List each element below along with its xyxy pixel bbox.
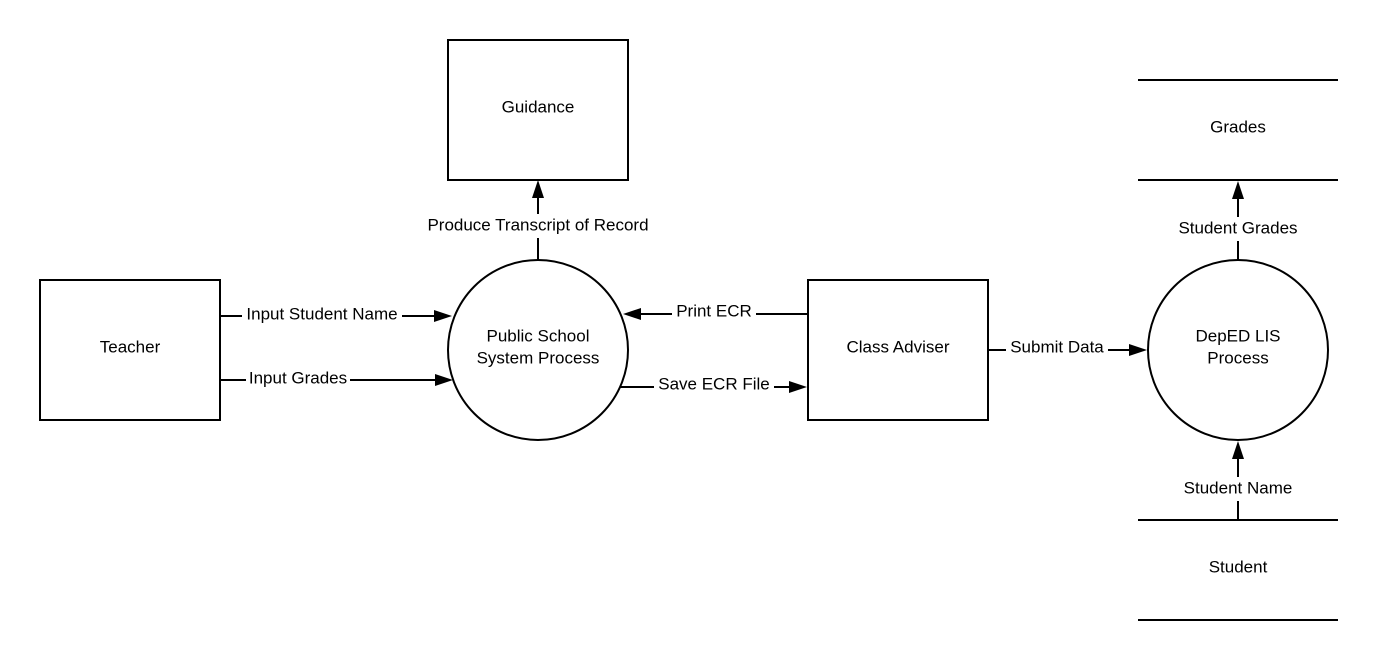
flow-submit-data-label-bg bbox=[1006, 337, 1108, 359]
datastore-grades[interactable]: Grades bbox=[1138, 79, 1338, 181]
flow-student-grades-arrowhead bbox=[1232, 181, 1244, 199]
flow-input-student-name-label-bg bbox=[242, 304, 402, 326]
entity-teacher-box bbox=[39, 279, 221, 421]
process-deped-lis-label-line2: Process bbox=[1207, 348, 1268, 367]
entity-teacher-label: Teacher bbox=[100, 337, 161, 356]
flow-submit-data-label: Submit Data bbox=[1010, 337, 1104, 356]
flow-student-grades[interactable]: Student Grades bbox=[1172, 181, 1304, 260]
flow-save-ecr-file-label-bg bbox=[654, 374, 774, 396]
entity-guidance-box bbox=[447, 39, 629, 181]
flow-student-name[interactable]: Student Name bbox=[1176, 441, 1300, 520]
process-public-school-label-line1: Public School bbox=[486, 326, 589, 345]
flow-student-name-label-bg bbox=[1176, 477, 1300, 501]
flow-student-grades-label: Student Grades bbox=[1178, 218, 1297, 237]
flow-save-ecr-file-label: Save ECR File bbox=[658, 374, 769, 393]
flow-student-name-label: Student Name bbox=[1184, 478, 1293, 497]
flow-submit-data-arrowhead bbox=[1129, 344, 1147, 356]
flow-produce-transcript[interactable]: Produce Transcript of Record bbox=[418, 180, 658, 260]
flow-input-grades-label: Input Grades bbox=[249, 368, 347, 387]
datastore-student-label: Student bbox=[1209, 557, 1268, 576]
flow-save-ecr-file[interactable]: Save ECR File bbox=[620, 374, 807, 396]
datastore-student[interactable]: Student bbox=[1138, 519, 1338, 621]
entity-class-adviser[interactable]: Class Adviser bbox=[807, 279, 989, 421]
process-deped-lis-label-line1: DepED LIS bbox=[1195, 326, 1280, 345]
flow-student-grades-label-bg bbox=[1172, 217, 1304, 241]
entity-class-adviser-box bbox=[807, 279, 989, 421]
process-public-school-label-line2: System Process bbox=[477, 348, 600, 367]
flow-produce-transcript-label-bg bbox=[418, 214, 658, 238]
entity-guidance[interactable]: Guidance bbox=[447, 39, 629, 181]
flow-produce-transcript-arrowhead bbox=[532, 180, 544, 198]
flow-produce-transcript-label: Produce Transcript of Record bbox=[427, 215, 648, 234]
process-deped-lis[interactable]: DepED LIS Process bbox=[1147, 259, 1329, 441]
flow-submit-data[interactable]: Submit Data bbox=[988, 337, 1147, 359]
entity-teacher[interactable]: Teacher bbox=[39, 279, 221, 421]
flow-input-student-name-arrowhead bbox=[434, 310, 452, 322]
process-public-school[interactable]: Public School System Process bbox=[447, 259, 629, 441]
entity-class-adviser-label: Class Adviser bbox=[847, 337, 950, 356]
flow-student-name-arrowhead bbox=[1232, 441, 1244, 459]
flow-save-ecr-file-arrowhead bbox=[789, 381, 807, 393]
flow-input-grades[interactable]: Input Grades bbox=[220, 368, 453, 390]
flow-print-ecr-label-bg bbox=[672, 301, 756, 323]
flow-input-student-name-label: Input Student Name bbox=[246, 304, 397, 323]
flow-input-grades-label-bg bbox=[246, 368, 350, 390]
entity-guidance-label: Guidance bbox=[502, 97, 575, 116]
flow-input-student-name[interactable]: Input Student Name bbox=[220, 304, 452, 326]
flow-input-grades-arrowhead bbox=[435, 374, 453, 386]
flow-print-ecr-arrowhead bbox=[623, 308, 641, 320]
flow-print-ecr[interactable]: Print ECR bbox=[623, 301, 808, 323]
datastore-grades-label: Grades bbox=[1210, 117, 1266, 136]
flow-print-ecr-label: Print ECR bbox=[676, 301, 752, 320]
